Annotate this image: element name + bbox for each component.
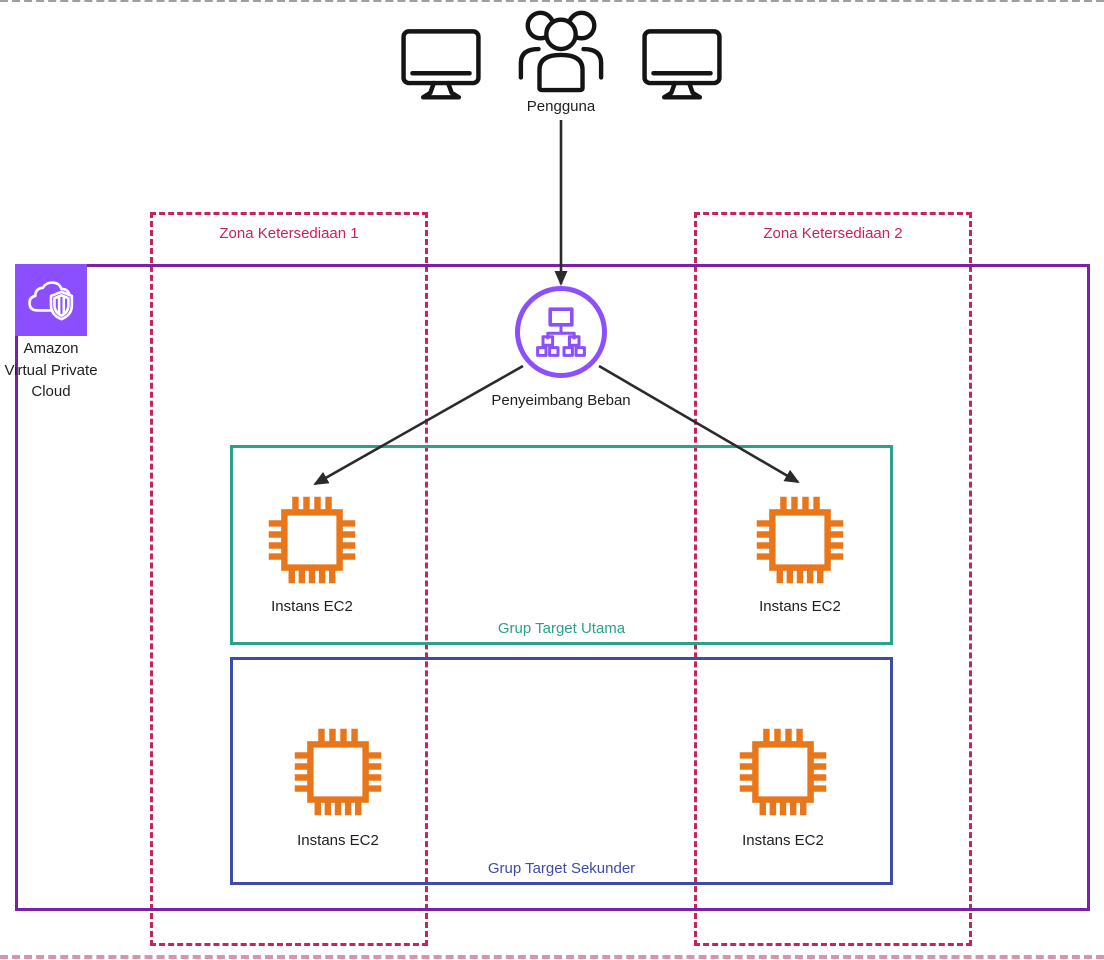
availability-zone-1: Zona Ketersediaan 1 [150, 212, 428, 946]
ec2-instance-label: Instans EC2 [742, 832, 824, 849]
ec2-instance-label: Instans EC2 [297, 832, 379, 849]
clipped-dashed-border-bottom [0, 955, 1104, 959]
ec2-chip-icon [266, 494, 358, 586]
user-group-icon [512, 5, 610, 100]
load-balancer-label: Penyeimbang Beban [491, 392, 631, 409]
target-group-primary-label: Grup Target Utama [497, 620, 626, 637]
vpc-label: Amazon Virtual Private Cloud [4, 340, 98, 400]
availability-zone-2: Zona Ketersediaan 2 [694, 212, 972, 946]
monitor-icon [396, 26, 486, 113]
users-label: Pengguna [526, 98, 596, 115]
availability-zone-2-label: Zona Ketersediaan 2 [763, 225, 903, 242]
ec2-chip-icon [737, 726, 829, 818]
monitor-icon [637, 26, 727, 113]
ec2-chip-icon [292, 726, 384, 818]
ec2-chip-icon [754, 494, 846, 586]
vpc-boundary [15, 264, 1090, 911]
availability-zone-1-label: Zona Ketersediaan 1 [219, 225, 359, 242]
ec2-instance-label: Instans EC2 [759, 598, 841, 615]
target-group-secondary-label: Grup Target Sekunder [487, 860, 636, 877]
load-balancer-icon [515, 286, 607, 378]
ec2-instance-label: Instans EC2 [271, 598, 353, 615]
cloud-shield-icon [15, 264, 87, 336]
clipped-dashed-border-top [0, 0, 1104, 2]
target-group-primary [230, 445, 893, 645]
target-group-secondary [230, 657, 893, 885]
